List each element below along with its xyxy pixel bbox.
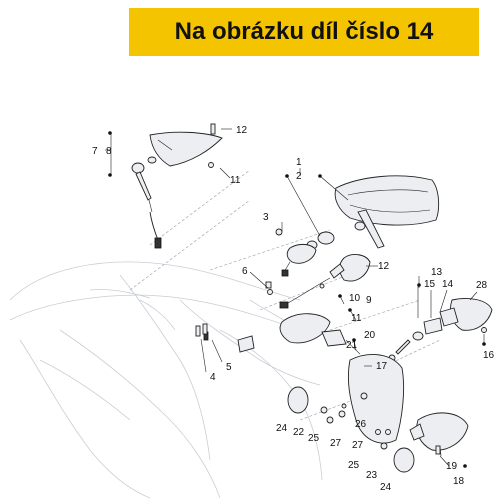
callout-19: 19 (446, 461, 458, 472)
callout-21: 21 (346, 340, 358, 351)
reflector-bracket-assembly (287, 353, 469, 473)
callout-24-right: 24 (380, 482, 392, 493)
callout-11-top: 11 (230, 175, 241, 186)
callout-13: 13 (431, 267, 443, 278)
callout-3: 3 (263, 212, 269, 223)
callout-bullets (108, 131, 486, 468)
callout-leader-lines (105, 128, 485, 467)
callout-labels: 12 7 8 11 1 2 3 6 12 10 9 11 20 21 4 5 1… (92, 125, 495, 493)
callout-1: 1 (296, 157, 302, 168)
callout-11-mid: 11 (351, 313, 362, 324)
bulb-socket-assembly (267, 228, 335, 295)
callout-5: 5 (226, 362, 232, 373)
callout-7: 7 (92, 146, 98, 157)
callout-27-left: 27 (330, 438, 342, 449)
part-number-banner: Na obrázku díl číslo 14 (129, 8, 479, 56)
scooter-body-outline (9, 261, 323, 499)
callout-8: 8 (106, 146, 112, 157)
callout-12-top: 12 (236, 125, 248, 136)
callout-16: 16 (483, 350, 495, 361)
callout-27-right: 27 (352, 440, 364, 451)
callout-15: 15 (424, 279, 436, 290)
license-plate-light-assembly (388, 286, 493, 362)
callout-28: 28 (476, 280, 488, 291)
callout-18: 18 (453, 476, 465, 487)
callout-12-mid: 12 (378, 261, 390, 272)
banner-text: Na obrázku díl číslo 14 (174, 18, 434, 45)
front-turn-signal-assembly (131, 123, 223, 249)
fastener-bolts (202, 281, 272, 335)
callout-22: 22 (293, 427, 305, 438)
callout-4: 4 (210, 372, 216, 383)
rear-turn-signal-left (195, 313, 361, 355)
callout-23: 23 (366, 470, 378, 481)
tail-light-housing (334, 175, 440, 249)
callout-10: 10 (349, 293, 361, 304)
callout-14: 14 (442, 279, 454, 290)
callout-9: 9 (366, 295, 372, 306)
callout-24-left: 24 (276, 423, 288, 434)
callout-17: 17 (376, 361, 388, 372)
callout-25-left: 25 (308, 433, 320, 444)
callout-2: 2 (296, 171, 302, 182)
rear-turn-signal-right (279, 254, 371, 309)
callout-26: 26 (355, 419, 367, 430)
callout-25-right: 25 (348, 460, 360, 471)
callout-20: 20 (364, 330, 376, 341)
callout-6: 6 (242, 266, 248, 277)
